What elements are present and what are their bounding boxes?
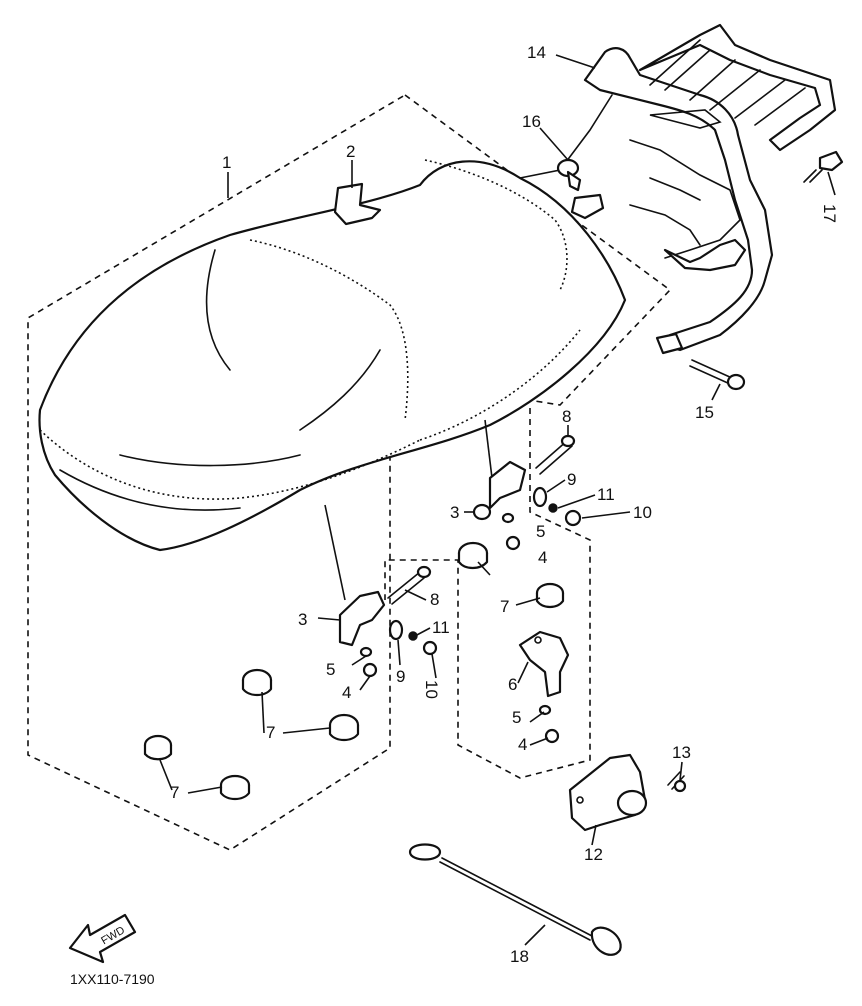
seat-lock-hook <box>518 630 570 698</box>
callout-11-lower: 11 <box>432 618 450 637</box>
callout-leaders <box>159 54 836 946</box>
front-washer <box>408 631 418 641</box>
callout-4-upper: 4 <box>538 548 547 567</box>
upper-nut <box>564 509 582 527</box>
callout-4-lock: 4 <box>518 735 527 754</box>
callout-10-lower: 10 <box>422 680 441 699</box>
lock-bolt <box>667 771 687 793</box>
drawing-code: 1XX110-7190 <box>70 971 155 987</box>
callout-8-upper: 8 <box>562 407 571 426</box>
front-collar-small <box>359 646 373 658</box>
lock-screw <box>544 728 560 744</box>
front-collar <box>388 619 404 641</box>
rail-bolt <box>803 150 844 183</box>
callout-17: 17 <box>820 204 839 223</box>
seat <box>38 159 627 552</box>
callout-14: 14 <box>527 43 546 62</box>
callout-5-lock: 5 <box>512 708 521 727</box>
callout-5-lower: 5 <box>326 660 335 679</box>
helmet-cable <box>408 843 622 956</box>
callout-7-upper: 7 <box>500 597 509 616</box>
callout-13: 13 <box>672 743 691 762</box>
damper-rubbers <box>143 541 565 801</box>
callout-10-upper: 10 <box>633 503 652 522</box>
callout-numbers: 1 2 14 16 17 15 8 9 11 10 3 5 4 8 3 11 5… <box>170 43 839 966</box>
seat-hook <box>333 182 382 226</box>
callout-9-upper: 9 <box>567 470 576 489</box>
callout-9-lower: 9 <box>396 667 405 686</box>
seat-to-rear-bracket-leader <box>484 419 493 479</box>
rear-seat-bracket <box>472 460 527 521</box>
rear-bracket-group-outline <box>384 408 591 779</box>
callout-7-lower: 7 <box>170 783 179 802</box>
callout-11-upper: 11 <box>597 485 615 504</box>
callout-4-lower: 4 <box>342 683 351 702</box>
seat-to-front-bracket-leader <box>324 504 346 601</box>
callout-3-lower: 3 <box>298 610 307 629</box>
callout-12: 12 <box>584 845 603 864</box>
front-seat-bracket <box>338 590 386 647</box>
front-nut <box>422 640 438 656</box>
callout-15: 15 <box>695 403 714 422</box>
forward-arrow-icon: FWD <box>68 913 137 964</box>
grab-rail-carrier <box>519 23 837 355</box>
upper-washer <box>548 503 558 513</box>
callout-1: 1 <box>222 153 231 172</box>
rail-bolt-long <box>689 359 746 391</box>
callout-8-lower: 8 <box>430 590 439 609</box>
callout-2: 2 <box>346 142 355 161</box>
callout-5-upper: 5 <box>536 522 545 541</box>
rail-grommet <box>556 158 582 192</box>
lock-collar <box>538 704 552 716</box>
upper-bolt <box>535 434 576 475</box>
callout-3-upper: 3 <box>450 503 459 522</box>
upper-collar-small <box>501 512 515 524</box>
callout-16: 16 <box>522 112 541 131</box>
upper-collar <box>532 486 548 508</box>
upper-screw <box>505 535 521 551</box>
callout-18: 18 <box>510 947 529 966</box>
callout-7-middle: 7 <box>266 723 275 742</box>
front-screw <box>362 662 378 678</box>
seat-lock <box>568 753 648 832</box>
callout-6: 6 <box>508 675 517 694</box>
